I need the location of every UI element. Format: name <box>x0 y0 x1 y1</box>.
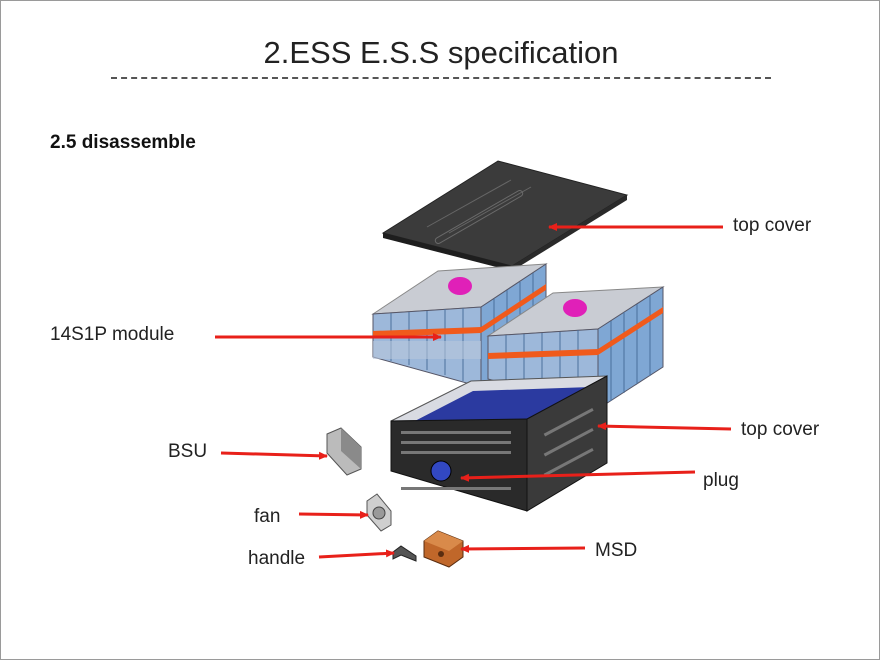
fan-part <box>366 493 392 532</box>
enclosure-box <box>390 375 608 512</box>
label-handle: handle <box>248 548 306 569</box>
top-cover-plate <box>381 160 629 271</box>
title-divider <box>111 77 771 79</box>
arrow-fan <box>298 510 369 519</box>
arrow-top-cover-2 <box>597 422 732 431</box>
arrow-handle <box>318 549 395 559</box>
label-top-cover-2: top cover <box>741 419 820 440</box>
label-bsu: BSU <box>168 441 208 462</box>
label-fan: fan <box>254 506 281 527</box>
arrow-plug <box>460 470 696 482</box>
label-msd: MSD <box>595 540 638 561</box>
label-14s1p-module: 14S1P module <box>50 324 175 345</box>
msd-part <box>423 530 464 568</box>
bsu-part <box>326 427 362 476</box>
section-heading: 2.5 disassemble <box>50 132 196 153</box>
arrow-msd <box>460 544 586 553</box>
handle-part <box>392 545 417 562</box>
arrow-bsu <box>220 451 328 460</box>
slide-title: 2.ESS E.S.S specification <box>263 35 619 70</box>
label-top-cover: top cover <box>733 215 812 236</box>
label-plug: plug <box>703 470 739 491</box>
